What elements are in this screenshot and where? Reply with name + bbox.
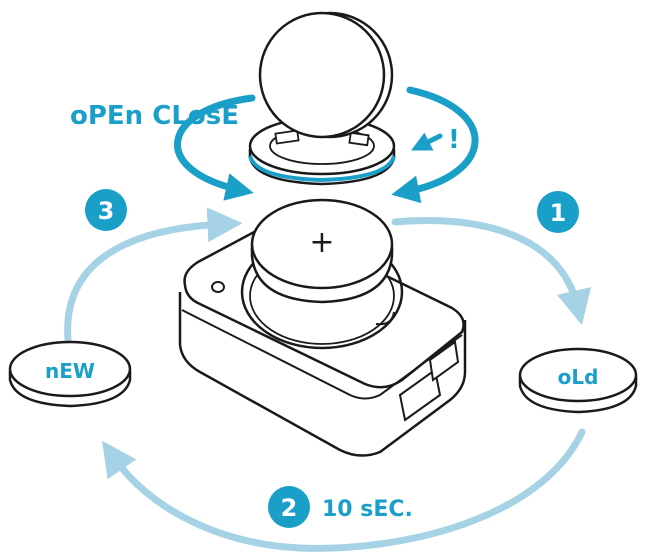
- close-arrow-right-icon: [391, 86, 479, 204]
- open-arrow-left-icon: [174, 94, 256, 201]
- old-battery-label: oLd: [558, 365, 599, 389]
- open-close-label: oPEn CLosE: [70, 101, 239, 131]
- step-2-number: 2: [281, 494, 298, 522]
- cycle-arrow-wait-icon: [102, 428, 586, 552]
- new-battery-icon: [8, 340, 132, 408]
- step-3-number: 3: [98, 197, 115, 225]
- step-1-number: 1: [550, 199, 567, 227]
- step-3-badge: 3: [85, 189, 127, 231]
- removed-battery-icon: [258, 11, 394, 139]
- cycle-arrow-remove-icon: [391, 216, 592, 326]
- step-2-duration-label: 10 sEC.: [322, 497, 413, 522]
- plus-mark: +: [309, 225, 334, 260]
- coin-cell-battery-icon: [250, 198, 394, 304]
- step-1-badge: 1: [537, 191, 579, 233]
- indicator-arrow-icon: [411, 132, 443, 151]
- step-2-badge: 2: [268, 486, 310, 528]
- old-battery-icon: [518, 347, 638, 414]
- new-battery-label: nEW: [45, 359, 95, 383]
- exclamation-mark: !: [448, 125, 460, 155]
- cycle-arrow-insert-icon: [64, 207, 243, 344]
